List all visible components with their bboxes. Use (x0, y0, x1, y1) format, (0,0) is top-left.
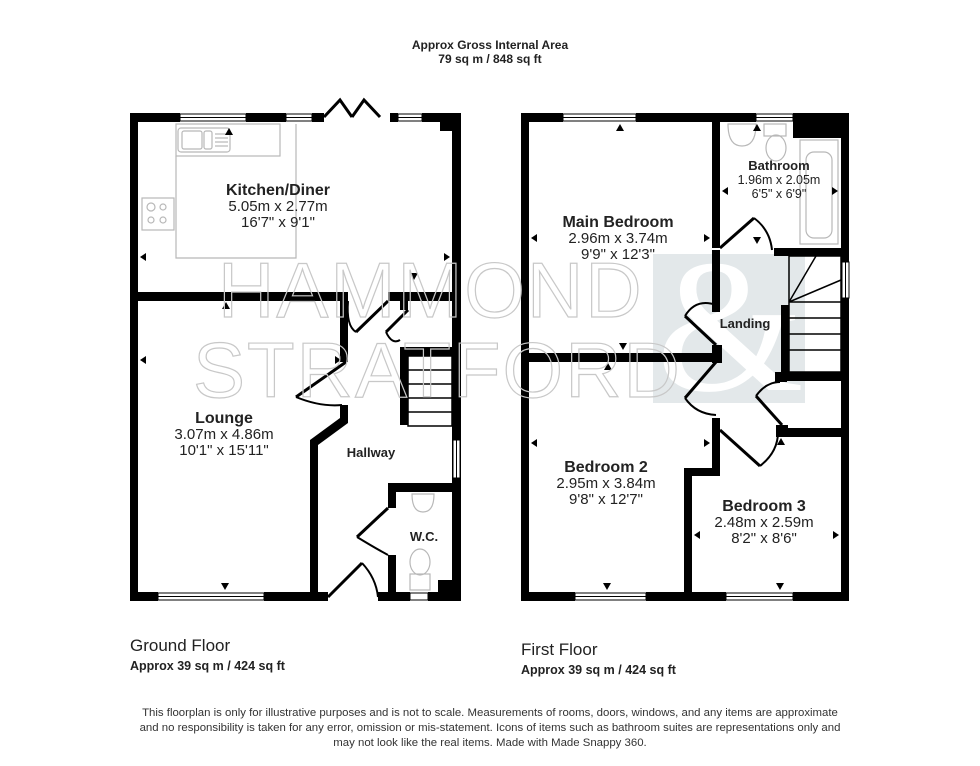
room-wc: W.C. (410, 529, 438, 544)
watermark-ampersand-icon: & (656, 222, 804, 432)
room-name: Kitchen/Diner (225, 182, 331, 199)
disclaimer-line-1: This floorplan is only for illustrative … (142, 707, 838, 719)
watermark-text-line1: HAMMOND (217, 246, 644, 334)
disclaimer-line-2: and no responsibility is taken for any e… (139, 722, 841, 734)
room-name: Bedroom 2 (564, 459, 648, 476)
disclaimer: This floorplan is only for illustrative … (0, 706, 980, 751)
first-floor-windows (562, 113, 850, 601)
room-dim-imperial: 8'2" x 8'6" (731, 530, 797, 547)
room-dim-metric: 1.96m x 2.05m (737, 173, 821, 187)
floor-area: Approx 39 sq m / 424 sq ft (130, 659, 285, 673)
room-name: Landing (719, 316, 771, 331)
gross-area-title: Approx Gross Internal Area (411, 38, 569, 52)
disclaimer-line-3: may not look like the real items. Made w… (333, 737, 647, 749)
room-lounge: Lounge 3.07m x 4.86m 10'1" x 15'11" (174, 410, 273, 459)
floor-title: First Floor (521, 640, 598, 659)
first-floor-walls (521, 113, 849, 601)
room-name: Main Bedroom (562, 214, 674, 231)
dimension-arrows (140, 124, 839, 590)
room-kitchen-diner: Kitchen/Diner 5.05m x 2.77m 16'7" x 9'1" (226, 182, 330, 231)
first-floor-doors (683, 216, 784, 468)
room-name: Bathroom (748, 158, 810, 173)
room-dim-imperial: 16'7" x 9'1" (241, 214, 315, 231)
floor-title: Ground Floor (130, 636, 231, 655)
room-name: Bedroom 3 (722, 498, 806, 515)
first-floor-stairs (788, 255, 842, 373)
room-dim-metric: 2.48m x 2.59m (714, 514, 814, 531)
ground-floor-caption: Ground Floor Approx 39 sq m / 424 sq ft (130, 636, 285, 674)
room-dim-metric: 3.07m x 4.86m (174, 426, 274, 443)
room-dim-imperial: 9'8" x 12'7" (569, 491, 643, 508)
ground-floor-fixtures (141, 123, 435, 591)
room-dim-metric: 5.05m x 2.77m (228, 198, 328, 215)
ground-floor-stairs (407, 355, 453, 427)
room-dim-metric: 2.96m x 3.74m (568, 230, 668, 247)
room-name: Lounge (195, 410, 253, 427)
room-dim-imperial: 9'9" x 12'3" (581, 246, 655, 263)
room-bedroom-3: Bedroom 3 2.48m x 2.59m 8'2" x 8'6" (714, 498, 813, 547)
gross-area-value: 79 sq m / 848 sq ft (438, 52, 542, 66)
room-dim-imperial: 6'5" x 6'9" (751, 187, 807, 201)
ground-floor-walls (130, 113, 461, 601)
room-bedroom-2: Bedroom 2 2.95m x 3.84m 9'8" x 12'7" (556, 459, 655, 508)
room-dim-metric: 2.95m x 3.84m (556, 475, 656, 492)
room-name: W.C. (409, 529, 439, 544)
gross-area-header: Approx Gross Internal Area 79 sq m / 848… (0, 38, 980, 66)
room-name: Hallway (346, 445, 396, 460)
room-hallway: Hallway (347, 445, 395, 460)
first-floor-caption: First Floor Approx 39 sq m / 424 sq ft (521, 640, 676, 678)
room-main-bedroom: Main Bedroom 2.96m x 3.74m 9'9" x 12'3" (562, 214, 673, 263)
room-bathroom: Bathroom 1.96m x 2.05m 6'5" x 6'9" (738, 158, 821, 201)
ground-floor-doors (295, 97, 410, 599)
room-dim-imperial: 10'1" x 15'11" (179, 442, 269, 459)
ground-floor-windows (157, 113, 461, 601)
floor-area: Approx 39 sq m / 424 sq ft (521, 663, 676, 677)
room-landing: Landing (720, 316, 771, 331)
watermark-text-line2: STRATFORD (192, 326, 682, 414)
